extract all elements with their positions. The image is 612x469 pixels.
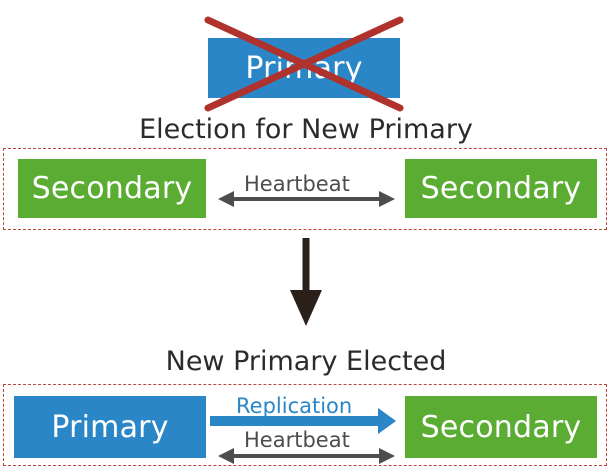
elected-title: New Primary Elected bbox=[165, 346, 447, 377]
election-heartbeat-label: Heartbeat bbox=[244, 172, 350, 196]
election-secondary-left: Secondary bbox=[18, 159, 206, 218]
elected-secondary-label: Secondary bbox=[420, 409, 582, 445]
replication-label: Replication bbox=[236, 394, 353, 418]
transition-down-arrow bbox=[290, 238, 322, 326]
elected-heartbeat-label: Heartbeat bbox=[244, 428, 350, 452]
election-secondary-right-label: Secondary bbox=[420, 171, 582, 206]
election-heartbeat-arrow bbox=[218, 191, 395, 207]
new-primary-box: Primary bbox=[14, 396, 206, 458]
replication-arrow bbox=[210, 408, 396, 434]
new-primary-label: Primary bbox=[51, 409, 169, 445]
election-group bbox=[3, 148, 607, 230]
election-secondary-right: Secondary bbox=[405, 159, 597, 218]
failed-primary-box: Primary bbox=[208, 38, 400, 98]
elected-heartbeat-arrow bbox=[218, 448, 395, 464]
election-title: Election for New Primary bbox=[139, 114, 473, 145]
elected-secondary-box: Secondary bbox=[405, 396, 597, 458]
election-secondary-left-label: Secondary bbox=[31, 171, 193, 206]
elected-group bbox=[3, 384, 607, 466]
